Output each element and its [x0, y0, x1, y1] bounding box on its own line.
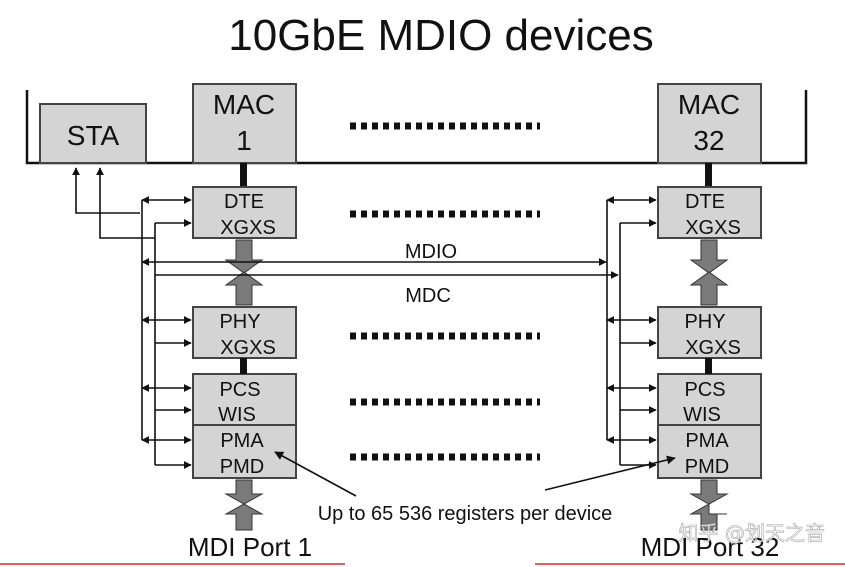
ellipsis-separators: [350, 122, 540, 461]
left-pcs-wis-block: PCS WIS: [192, 373, 297, 426]
watermark: 知乎 @划天之音: [679, 521, 825, 545]
mac-1-label-line2: 1: [236, 125, 252, 156]
left-port-arrow: [224, 479, 264, 505]
left-pcs-line1: PCS: [219, 379, 260, 401]
mdc-label: MDC: [405, 285, 451, 307]
host-bus-line: [25, 90, 808, 165]
left-pcs-line2: WIS: [218, 404, 256, 426]
left-pma-line1: PMA: [220, 430, 264, 452]
mac-1-block: MAC 1: [192, 83, 297, 164]
sta-wiring: [72, 167, 155, 239]
right-port-arrow: [689, 479, 729, 505]
mac1-dte-link: [240, 163, 247, 187]
right-dte-xgxs-block: DTE XGXS: [657, 186, 762, 239]
right-pma-pmd-block: PMA PMD: [657, 424, 762, 479]
right-pcs-line2: WIS: [683, 404, 721, 426]
mac-32-block: MAC 32: [657, 83, 762, 164]
left-dte-phy-arrow-bottom: [224, 271, 264, 306]
right-bus-verticals: [606, 200, 621, 465]
left-phy-line2: XGXS: [220, 337, 276, 359]
right-dte-phy-arrow-bottom: [689, 271, 729, 306]
right-dte-phy-arrow: [689, 239, 729, 274]
right-port-arrow-bottom: [689, 503, 727, 531]
right-bus-taps: [606, 196, 657, 469]
left-phy-xgxs-block: PHY XGXS: [192, 306, 297, 359]
left-port-arrow-bottom: [224, 503, 264, 531]
sta-block: STA: [39, 103, 147, 164]
left-dte-phy-arrow: [224, 239, 264, 274]
diagram-title: 10GbE MDIO devices: [228, 11, 654, 60]
left-dte-line1: DTE: [224, 191, 264, 213]
left-bus-taps: [141, 196, 192, 469]
mdi-port-1-label: MDI Port 1: [188, 532, 312, 562]
right-phy-line1: PHY: [684, 311, 725, 333]
right-pcs-line1: PCS: [684, 379, 725, 401]
left-bus-verticals: [141, 200, 156, 465]
right-pcs-wis-block: PCS WIS: [657, 373, 762, 426]
right-phy-line2: XGXS: [685, 337, 741, 359]
mdi-port-32-label: MDI Port 32: [641, 532, 780, 562]
mac-32-label-line1: MAC: [678, 89, 740, 120]
right-phy-pcs-link: [705, 358, 712, 374]
right-dte-line1: DTE: [685, 191, 725, 213]
right-phy-xgxs-block: PHY XGXS: [657, 306, 762, 359]
left-phy-line1: PHY: [219, 311, 260, 333]
right-pma-line1: PMA: [685, 430, 729, 452]
mac-1-label-line1: MAC: [213, 89, 275, 120]
left-dte-xgxs-block: DTE XGXS: [192, 186, 297, 239]
xgmii-link-arrows: [224, 239, 729, 531]
sta-label: STA: [67, 120, 120, 151]
left-phy-pcs-link: [240, 358, 247, 374]
mac-32-label-line2: 32: [693, 125, 724, 156]
mdio-label: MDIO: [405, 241, 457, 263]
left-pma-line2: PMD: [220, 456, 264, 478]
mdio-mdc-bus: [141, 258, 619, 279]
left-pma-pmd-block: PMA PMD: [192, 424, 297, 479]
register-annotation: Up to 65 536 registers per device: [318, 503, 613, 525]
left-dte-line2: XGXS: [220, 217, 276, 239]
right-dte-line2: XGXS: [685, 217, 741, 239]
right-pma-line2: PMD: [685, 456, 729, 478]
mac32-dte-link: [705, 163, 712, 187]
register-annotation-pointers: [274, 451, 676, 497]
